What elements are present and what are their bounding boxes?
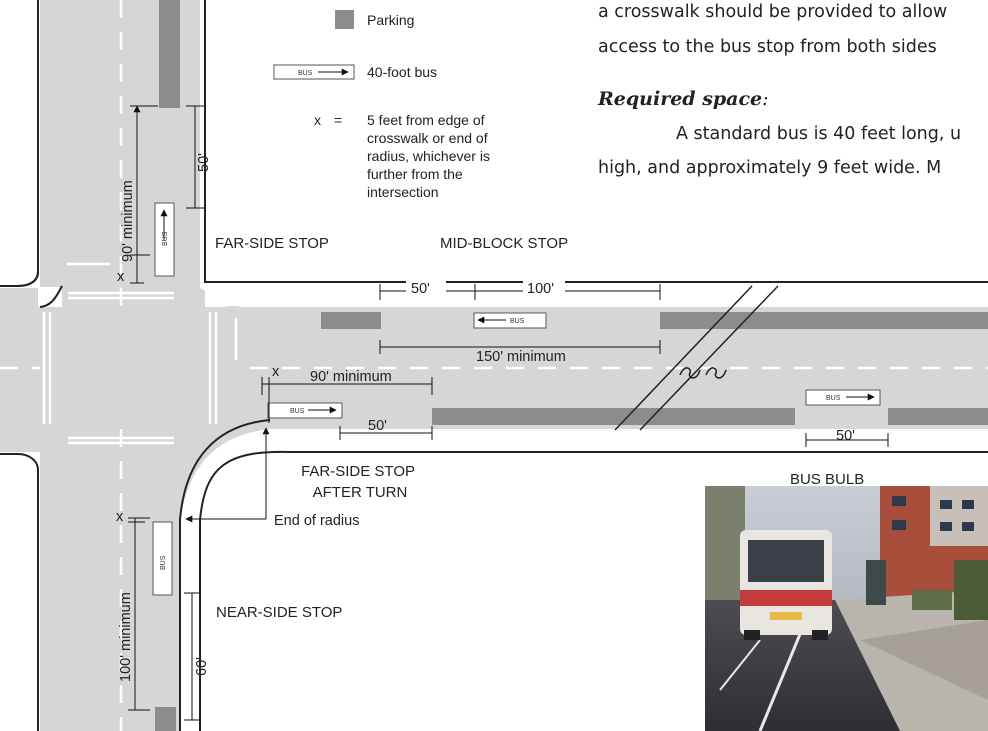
after-turn-x-mark: x [272, 364, 280, 380]
body-line-3: A standard bus is 40 feet long, u [676, 124, 962, 144]
bus-label: BUS [290, 408, 305, 415]
bus-label: BUS [510, 318, 525, 325]
north-sidewalk [205, 284, 988, 306]
mid-block-min-dimension: 150' minimum [476, 349, 566, 365]
near-side-min-dimension: 100' minimum [118, 592, 134, 682]
far-side-after-turn-label: FAR-SIDE STOP AFTER TURN [301, 463, 419, 501]
legend-bus-text: BUS [298, 70, 313, 77]
bus-mid-block: BUS [473, 312, 547, 329]
legend-parking-swatch [335, 10, 354, 29]
far-side-stop-label: FAR-SIDE STOP [215, 235, 329, 252]
end-of-radius-label: End of radius [274, 513, 359, 529]
body-line-2: access to the bus stop from both sides [598, 37, 937, 57]
dimension-lines [128, 105, 889, 721]
body-line-1: a crosswalk should be provided to allow [598, 2, 948, 22]
legend-x-equals: = [334, 112, 342, 128]
far-side-min-dimension: 90' minimum [120, 180, 136, 262]
bus-bulb: BUS [805, 389, 881, 406]
mid-block-dimension-b: 100' [527, 281, 554, 297]
legend-parking-label: Parking [367, 12, 414, 28]
near-side-x-mark: x [116, 509, 124, 525]
far-side-x-mark: x [117, 269, 125, 285]
after-turn-min-dimension: 90' minimum [310, 369, 392, 385]
bus-bulb-label: BUS BULB [790, 471, 864, 488]
bus-far-side: BUS [154, 202, 175, 277]
bus-label: BUS [826, 395, 841, 402]
legend-bus-label: 40-foot bus [367, 64, 437, 80]
corner-fill-ne [180, 0, 240, 307]
bus-bulb-photo [705, 486, 988, 731]
bulb-fill [795, 404, 888, 429]
west-sidewalk-top [38, 287, 62, 307]
legend-x-definition: 5 feet from edge of crosswalk or end of … [367, 112, 494, 200]
corner-fill-sw [0, 429, 62, 731]
bus-after-turn: BUS [267, 402, 343, 419]
parking-lanes [155, 0, 988, 731]
body-line-4: high, and approximately 9 feet wide. M [598, 158, 942, 178]
diagonal-crossing [614, 285, 779, 431]
near-side-stop-label: NEAR-SIDE STOP [216, 604, 342, 621]
bus-label: BUS [160, 555, 167, 570]
bus-label: BUS [162, 231, 169, 246]
required-space-heading: Required space: [598, 88, 769, 110]
text-column-bg [589, 0, 988, 278]
legend-x-symbol: x [314, 112, 321, 128]
legend-background [207, 0, 587, 278]
near-side-bus-dimension: 60' [194, 657, 210, 676]
legend-bus-icon [273, 64, 355, 80]
after-turn-bus-dimension: 50' [368, 418, 387, 434]
mid-block-dimension-a: 50' [411, 281, 430, 297]
bus-near-side: BUS [152, 521, 173, 596]
bulb-dimension: 50' [836, 428, 855, 444]
mid-block-stop-label: MID-BLOCK STOP [440, 235, 568, 252]
corner-fill-nw [0, 0, 62, 307]
corner-fill-se [180, 429, 270, 520]
far-side-bus-dimension: 50' [196, 153, 212, 172]
